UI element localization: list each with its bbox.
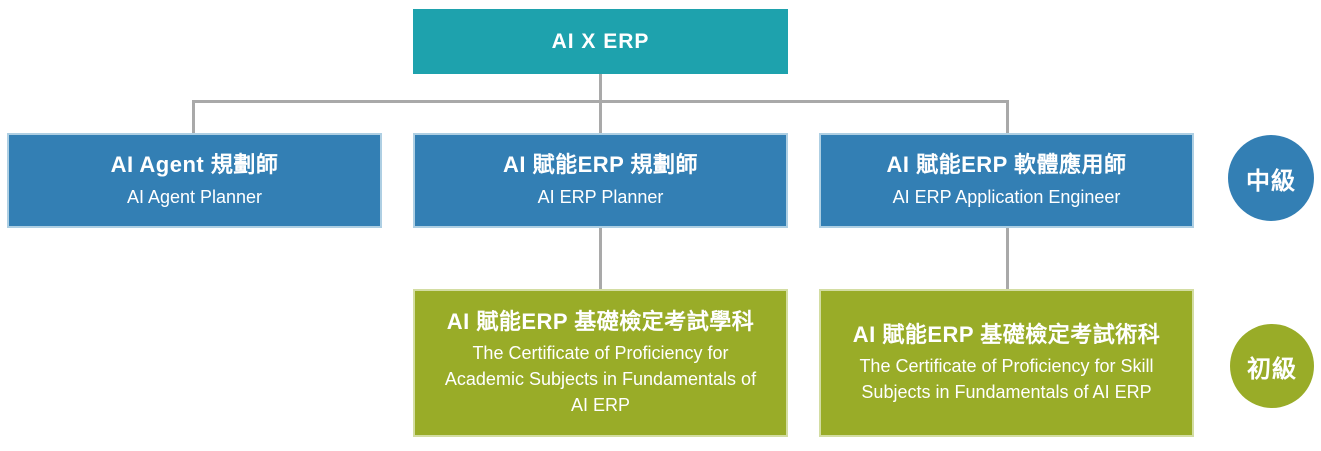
node-title-zh: AI 賦能ERP 規劃師 xyxy=(502,152,699,178)
node-title-en: AI ERP Planner xyxy=(537,186,664,207)
connector-horizontal-bar xyxy=(192,100,1009,103)
badge-intermediate-label: 中級 xyxy=(1246,167,1296,195)
connector-left-drop xyxy=(192,100,195,133)
root-node-title: AI X ERP xyxy=(551,29,650,53)
root-node-ai-x-erp: AI X ERP xyxy=(413,9,788,74)
node-title-zh: AI 賦能ERP 基礎檢定考試學科 xyxy=(446,308,755,334)
badge-beginner-level: 初級 xyxy=(1230,324,1314,408)
node-title-zh: AI 賦能ERP 基礎檢定考試術科 xyxy=(852,321,1161,347)
node-ai-erp-application-engineer: AI 賦能ERP 軟體應用師 AI ERP Application Engine… xyxy=(819,133,1194,228)
node-title-zh: AI Agent 規劃師 xyxy=(110,152,279,178)
connector-right-to-green xyxy=(1006,228,1009,289)
connector-root-drop xyxy=(599,74,602,134)
node-exam-academic-subjects: AI 賦能ERP 基礎檢定考試學科 The Certificate of Pro… xyxy=(413,289,788,437)
badge-intermediate-level: 中級 xyxy=(1228,135,1314,221)
connector-middle-to-green xyxy=(599,228,602,289)
node-title-en: AI ERP Application Engineer xyxy=(892,186,1121,207)
badge-beginner-label: 初級 xyxy=(1247,355,1297,383)
node-title-en: AI Agent Planner xyxy=(126,186,263,207)
node-ai-agent-planner: AI Agent 規劃師 AI Agent Planner xyxy=(7,133,382,228)
node-ai-erp-planner: AI 賦能ERP 規劃師 AI ERP Planner xyxy=(413,133,788,228)
node-title-en: The Certificate of Proficiency for Skill… xyxy=(859,356,1154,403)
node-title-en: The Certificate of Proficiency for Acade… xyxy=(444,343,757,416)
connector-right-drop xyxy=(1006,100,1009,133)
node-title-zh: AI 賦能ERP 軟體應用師 xyxy=(886,152,1127,178)
node-exam-skill-subjects: AI 賦能ERP 基礎檢定考試術科 The Certificate of Pro… xyxy=(819,289,1194,437)
